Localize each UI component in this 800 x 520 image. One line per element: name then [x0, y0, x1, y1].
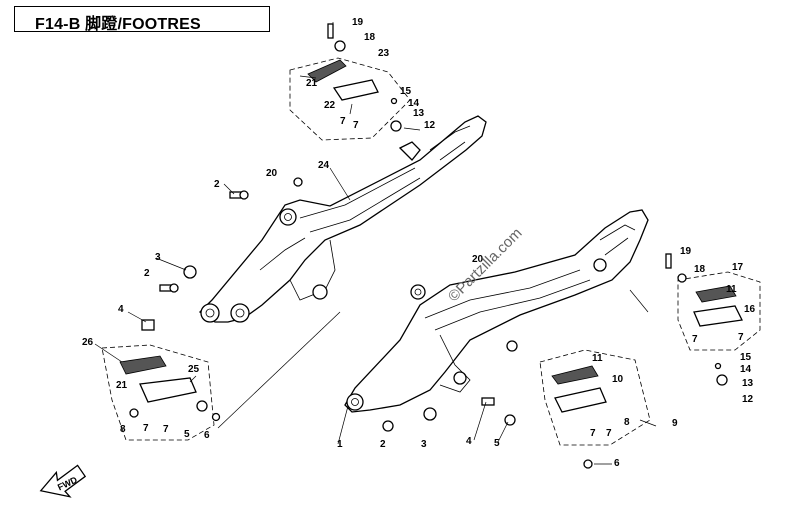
lower-right-footrest-kit [539, 349, 651, 469]
callout-15-top: 15 [400, 86, 412, 97]
callout-26: 26 [82, 337, 94, 348]
title-code: F14-B [35, 16, 81, 33]
callout-8-left: 8 [120, 424, 126, 435]
callout-2-bottom: 2 [380, 439, 386, 450]
callout-7-bottom-b: 7 [606, 428, 612, 439]
far-right-footrest-kit [665, 253, 761, 386]
callout-7-top-b: 7 [353, 120, 359, 131]
left-frame-bracket [198, 115, 487, 323]
title-name: 脚蹬/FOOTRES [85, 16, 201, 33]
callout-6-bottom: 6 [614, 458, 620, 469]
callout-11-right: 11 [726, 284, 737, 295]
callout-12-right: 12 [742, 394, 754, 405]
fwd-arrow-icon: FWD [39, 464, 87, 498]
leader-lines [94, 22, 657, 465]
right-frame-bracket [344, 209, 649, 413]
callout-7-right-b: 7 [738, 332, 744, 343]
fasteners [141, 177, 518, 432]
callout-7-right-a: 7 [692, 334, 698, 345]
callout-20-right: 20 [472, 254, 484, 265]
lower-left-footrest-kit [101, 344, 221, 441]
callout-16: 16 [744, 304, 756, 315]
callout-7-bottom-a: 7 [590, 428, 596, 439]
callout-19-top: 19 [352, 17, 364, 28]
callout-4-left: 4 [118, 304, 124, 315]
callout-25: 25 [188, 364, 200, 375]
callout-5-bottom: 5 [494, 438, 500, 449]
callout-15-right: 15 [740, 352, 752, 363]
callout-13-top: 13 [413, 108, 425, 119]
callout-17: 17 [732, 262, 744, 273]
callout-10: 10 [612, 374, 624, 385]
callout-19-right: 19 [680, 246, 692, 257]
title-box: F14-B 脚蹬/FOOTRES [14, 6, 270, 34]
callout-13-right: 13 [742, 378, 754, 389]
callout-4-bottom: 4 [466, 436, 472, 447]
callout-11-bottom: 11 [592, 353, 603, 364]
callout-3-left: 3 [155, 252, 161, 263]
callout-22: 22 [324, 100, 336, 111]
diagram-title: F14-B 脚蹬/FOOTRES [35, 10, 201, 34]
callout-2-lower: 2 [144, 268, 150, 279]
callout-20-left: 20 [266, 168, 278, 179]
callout-5-left: 5 [184, 429, 190, 440]
callout-6-left: 6 [204, 430, 210, 441]
callout-3-bottom: 3 [421, 439, 427, 450]
callout-2-upper: 2 [214, 179, 220, 190]
callout-12-top: 12 [424, 120, 436, 131]
callout-23: 23 [378, 48, 390, 59]
callout-1: 1 [337, 439, 343, 450]
callout-14-top: 14 [408, 98, 420, 109]
callout-9: 9 [672, 418, 678, 429]
callout-labels: 19 18 23 21 22 7 7 15 14 13 12 24 20 2 3… [82, 17, 756, 469]
callout-21-top: 21 [306, 78, 318, 89]
upper-footrest-kit [289, 23, 411, 141]
callout-7-left-a: 7 [143, 423, 149, 434]
callout-7-left-b: 7 [163, 424, 169, 435]
callout-18-right: 18 [694, 264, 706, 275]
callout-24: 24 [318, 160, 330, 171]
callout-8-bottom: 8 [624, 417, 630, 428]
callout-14-right: 14 [740, 364, 752, 375]
callout-7-top-a: 7 [340, 116, 346, 127]
callout-18-top: 18 [364, 32, 376, 43]
callout-21-left: 21 [116, 380, 128, 391]
